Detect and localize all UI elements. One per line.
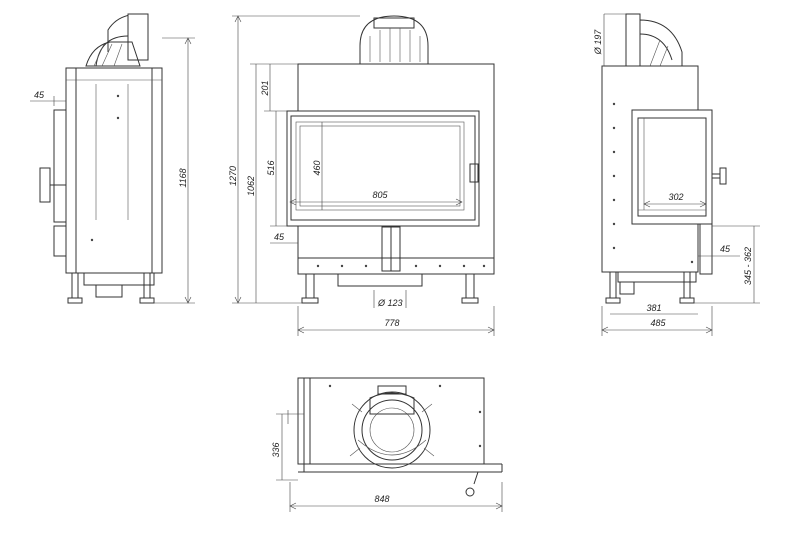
side-total-height-label: 1168 bbox=[178, 168, 188, 187]
front-bottom-offset-label: 45 bbox=[274, 232, 285, 242]
right-height-range-label: 345 - 362 bbox=[743, 247, 753, 285]
right-side-offset-label: 45 bbox=[720, 244, 731, 254]
right-flue-diameter-label: Ø 197 bbox=[593, 29, 603, 56]
right-total-depth-label: 485 bbox=[650, 318, 666, 328]
front-glass-width-label: 805 bbox=[372, 190, 388, 200]
front-body-height-label: 1062 bbox=[246, 176, 256, 196]
right-glass-width-label: 302 bbox=[668, 192, 683, 202]
front-glass-height-label: 460 bbox=[312, 160, 322, 175]
front-total-height-label: 1270 bbox=[228, 166, 238, 186]
plan-total-width-label: 848 bbox=[374, 494, 389, 504]
plan-view: 336 848 bbox=[271, 377, 503, 512]
front-top-offset-label: 201 bbox=[260, 80, 270, 96]
plan-depth-label: 336 bbox=[271, 442, 281, 457]
side-flue-offset-label: 45 bbox=[34, 90, 45, 100]
right-side-view: Ø 197 302 45 345 - 362 381 485 bbox=[593, 13, 760, 336]
front-view: 1270 1062 201 516 460 805 45 Ø 123 778 bbox=[228, 15, 495, 336]
front-outlet-diameter-label: Ø 123 bbox=[377, 298, 403, 308]
side-view: 45 1168 bbox=[30, 13, 195, 304]
front-door-height-label: 516 bbox=[266, 160, 276, 175]
front-total-width-label: 778 bbox=[384, 318, 399, 328]
right-inner-depth-label: 381 bbox=[646, 303, 661, 313]
